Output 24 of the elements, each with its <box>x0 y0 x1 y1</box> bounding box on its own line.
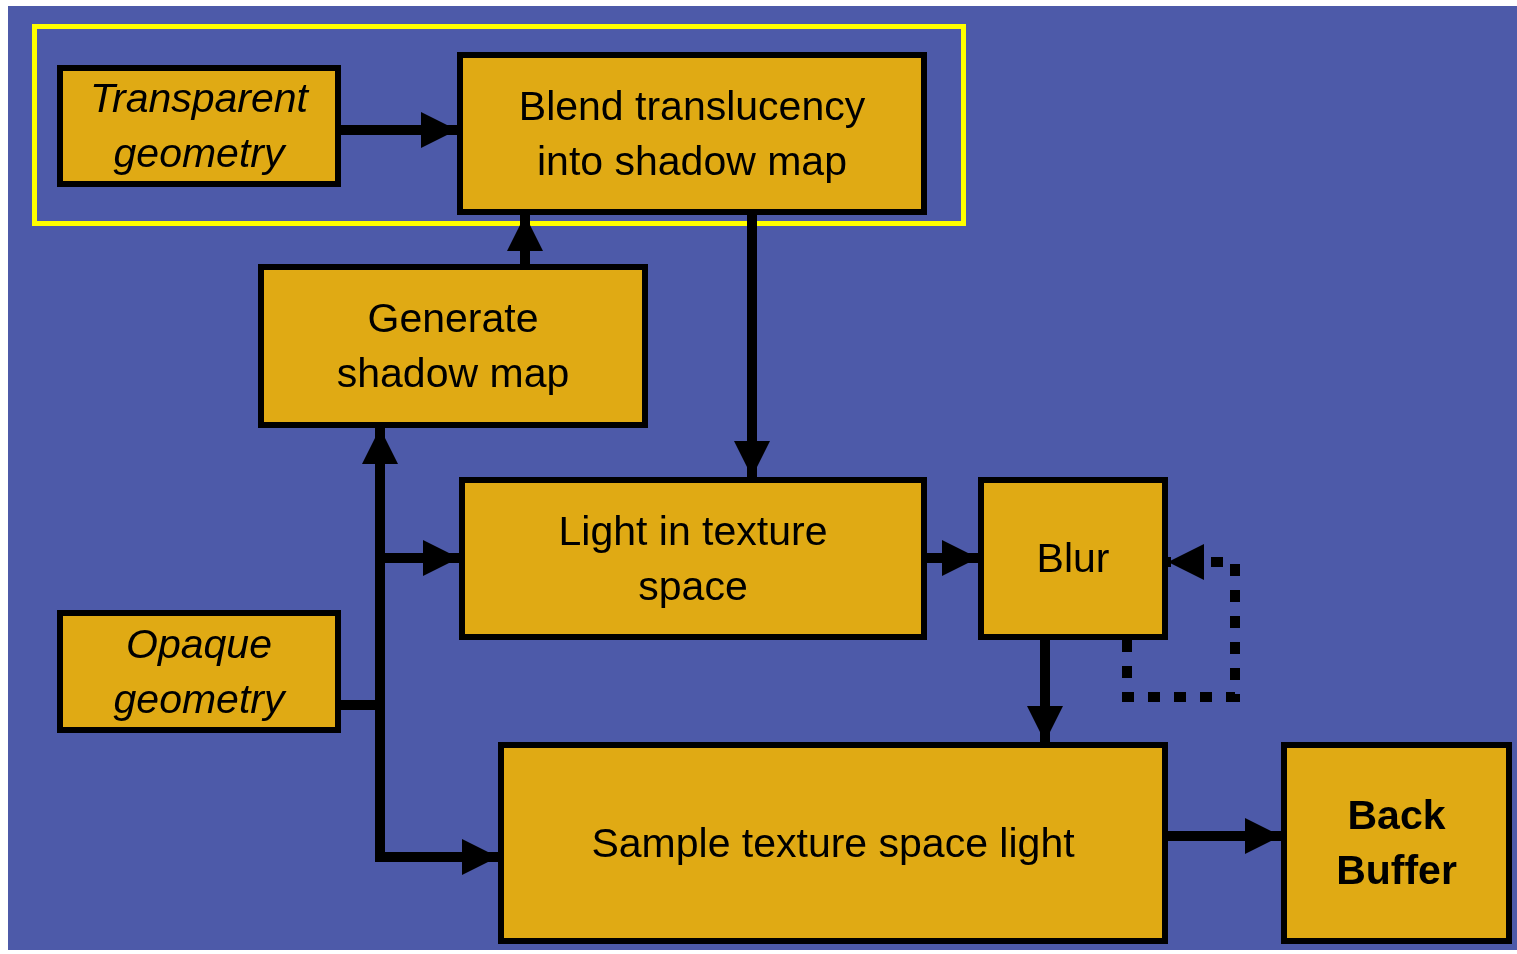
box-label: Blur <box>1035 534 1111 583</box>
arrow <box>1027 640 1063 742</box>
arrow <box>1122 544 1240 702</box>
process-box <box>459 477 927 640</box>
process-box <box>258 264 648 428</box>
arrow <box>734 215 770 477</box>
arrow <box>1168 818 1281 854</box>
arrow <box>507 215 543 264</box>
process-box <box>498 742 1168 944</box>
box-label: Back Buffer <box>1335 791 1458 895</box>
process-box <box>57 65 341 187</box>
process-box <box>457 52 927 215</box>
box-label: Generate shadow map <box>335 294 571 398</box>
arrow <box>927 540 978 576</box>
highlight-frame <box>32 24 966 226</box>
process-box <box>57 610 341 733</box>
box-label: Transparent geometry <box>89 74 311 178</box>
process-box <box>1281 742 1512 944</box>
box-label: Light in texture space <box>557 506 829 611</box>
arrow <box>341 112 457 148</box>
box-label: Opaque geometry <box>112 619 288 724</box>
box-label: Blend translucency into shadow map <box>517 81 867 186</box>
box-label: Sample texture space light <box>590 818 1076 868</box>
process-box <box>978 477 1168 640</box>
